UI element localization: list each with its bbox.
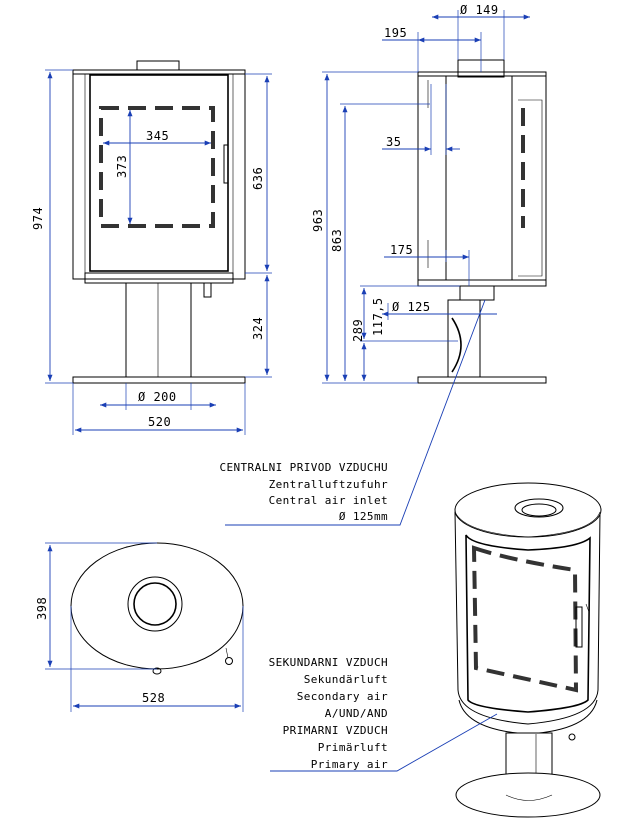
side-top-plate (417, 71, 547, 77)
svg-text:Primary air: Primary air (311, 758, 388, 771)
dim-label-175: 175 (390, 243, 413, 257)
svg-text:CENTRALNI PRIVOD VZDUCHU: CENTRALNI PRIVOD VZDUCHU (219, 461, 388, 474)
dim-label-200: Ø 200 (138, 390, 177, 404)
front-base-plate (72, 376, 246, 384)
dim-label-35: 35 (386, 135, 401, 149)
persp-door-handle (575, 606, 583, 648)
dim-label-345: 345 (146, 129, 169, 143)
top-air-knob (225, 657, 233, 665)
side-air-box (459, 285, 495, 301)
front-door-handle (223, 144, 229, 184)
svg-text:Secondary air: Secondary air (297, 690, 388, 703)
persp-flue-inner (521, 503, 557, 517)
front-flue-collar (136, 60, 180, 71)
dim-label-520: 520 (148, 415, 171, 429)
front-top-plate (72, 69, 246, 75)
persp-window-dashes (471, 545, 579, 693)
dim-label-149: Ø 149 (460, 3, 499, 17)
side-bottom-plate (417, 279, 547, 287)
dim-label-974: 974 (31, 207, 45, 230)
leader-central-air (225, 299, 486, 526)
side-base-plate (417, 376, 547, 384)
dim-label-398: 398 (35, 597, 49, 620)
front-air-knob (203, 282, 212, 298)
dim-label-289: 289 (351, 319, 365, 342)
svg-text:Sekundärluft: Sekundärluft (304, 673, 388, 686)
persp-top-ellipse (454, 482, 602, 538)
side-view: Ø 149 195 35 963 863 175 117,5 Ø 125 289 (311, 3, 547, 384)
svg-text:Central air inlet: Central air inlet (269, 494, 388, 507)
side-body-outer (417, 75, 547, 281)
svg-text:PRIMARNI VZDUCH: PRIMARNI VZDUCH (283, 724, 388, 737)
dim-label-117-5: 117,5 (371, 297, 385, 336)
front-column (125, 282, 192, 378)
top-body-ellipse (70, 542, 244, 670)
dim-label-528: 528 (142, 691, 165, 705)
top-flue-inner (133, 582, 177, 626)
persp-base-plate (455, 772, 601, 818)
dim-label-863: 863 (330, 229, 344, 252)
svg-text:A/UND/AND: A/UND/AND (325, 707, 388, 720)
side-air-hose (451, 317, 462, 373)
persp-door (465, 534, 591, 713)
front-door-frame (89, 74, 229, 272)
persp-flue-outer (514, 498, 564, 518)
svg-text:Primärluft: Primärluft (318, 741, 388, 754)
svg-text:Ø 125mm: Ø 125mm (339, 510, 388, 523)
leader-secondary-air (270, 713, 498, 772)
top-flue-outer (127, 576, 183, 632)
svg-text:Zentralluftzufuhr: Zentralluftzufuhr (269, 478, 388, 491)
note-central-air: CENTRALNI PRIVOD VZDUCHU Zentralluftzufu… (219, 461, 388, 523)
front-firebox-dashes (99, 106, 215, 228)
dim-label-125: Ø 125 (392, 300, 431, 314)
dim-label-963: 963 (311, 209, 325, 232)
dim-label-636: 636 (251, 167, 265, 190)
dim-label-373: 373 (115, 155, 129, 178)
front-body-outer (72, 73, 246, 280)
perspective-view (454, 482, 602, 818)
svg-text:SEKUNDARNI VZDUCH: SEKUNDARNI VZDUCH (269, 656, 388, 669)
side-flue-channel (445, 75, 513, 281)
front-bottom-plate (84, 272, 234, 284)
dim-label-195: 195 (384, 26, 407, 40)
top-view: 398 528 (35, 542, 244, 712)
dim-label-324: 324 (251, 317, 265, 340)
note-secondary-primary-air: SEKUNDARNI VZDUCH Sekundärluft Secondary… (269, 656, 388, 771)
front-view: 974 636 324 345 373 Ø 200 520 (31, 60, 272, 435)
